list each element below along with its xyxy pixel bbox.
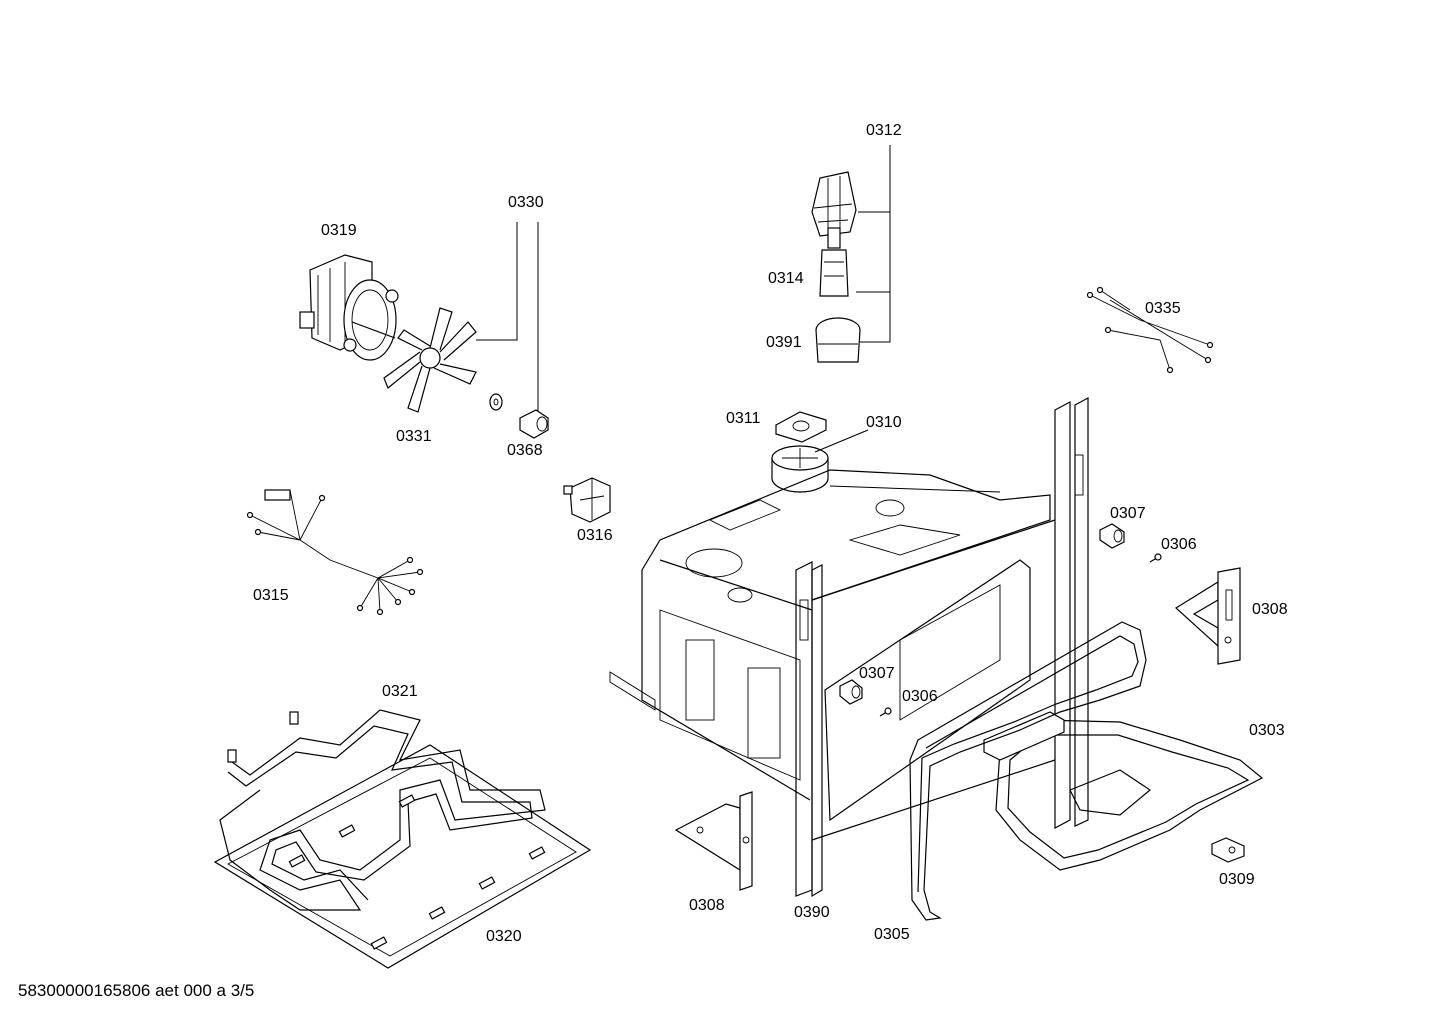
label-0307-center: 0307: [859, 665, 895, 682]
screw-part-0306-center: [879, 707, 892, 717]
label-0311: 0311: [726, 410, 761, 427]
label-0321: 0321: [382, 683, 418, 700]
label-0309: 0309: [1219, 871, 1255, 888]
label-0331: 0331: [396, 428, 432, 445]
clip-part-0309: [1211, 837, 1245, 863]
label-0307-top: 0307: [1110, 505, 1146, 522]
label-0314: 0314: [768, 270, 804, 287]
wire-harness-part-0315: [246, 489, 424, 616]
label-0316: 0316: [577, 527, 613, 544]
lamp-socket-part-0310: [771, 445, 829, 493]
label-0320: 0320: [486, 928, 522, 945]
fan-nut-part-0368: [519, 409, 549, 439]
label-0306-top: 0306: [1161, 536, 1197, 553]
heater-frame-part-0305: [909, 621, 1147, 921]
document-id-footer: 58300000165806 aet 000 a 3/5: [18, 981, 255, 1000]
lower-heater-part-0321: [219, 709, 546, 911]
label-0391: 0391: [766, 334, 802, 351]
label-0390: 0390: [794, 904, 830, 921]
label-0308-left: 0308: [689, 897, 725, 914]
fan-blade-part-0331: [383, 307, 477, 413]
bottom-tray-part-0320: [213, 744, 592, 969]
rack-bracket-part-0308-right: [1175, 567, 1241, 665]
label-0319: 0319: [321, 222, 357, 239]
lamp-holder-part-0312: [811, 171, 857, 237]
label-0308-right: 0308: [1252, 601, 1288, 618]
label-0305: 0305: [874, 926, 910, 943]
screw-part-0306-top: [1149, 553, 1162, 563]
label-0330: 0330: [508, 194, 544, 211]
label-0315: 0315: [253, 587, 289, 604]
bumper-part-0307-center: [839, 679, 863, 705]
thermostat-part-0316: [563, 477, 611, 523]
bumper-part-0307-top: [1099, 523, 1125, 549]
label-0312: 0312: [866, 122, 902, 139]
wire-harness-part-0335: [1086, 286, 1214, 374]
label-0335: 0335: [1145, 300, 1181, 317]
grill-heater-part-0303: [983, 711, 1264, 871]
label-0310: 0310: [866, 414, 902, 431]
fan-motor-part-0319: [299, 254, 399, 361]
label-0303: 0303: [1249, 722, 1285, 739]
washer-part: [489, 393, 503, 411]
lamp-cover-part-0391: [815, 317, 861, 363]
bracket-part-0311: [775, 411, 827, 443]
label-0368: 0368: [507, 442, 543, 459]
lamp-bulb-part-0314: [819, 227, 849, 297]
rack-bracket-part-0308-left: [674, 791, 753, 891]
oven-cavity-part-0390: [609, 396, 1089, 898]
label-0306-center: 0306: [902, 688, 938, 705]
